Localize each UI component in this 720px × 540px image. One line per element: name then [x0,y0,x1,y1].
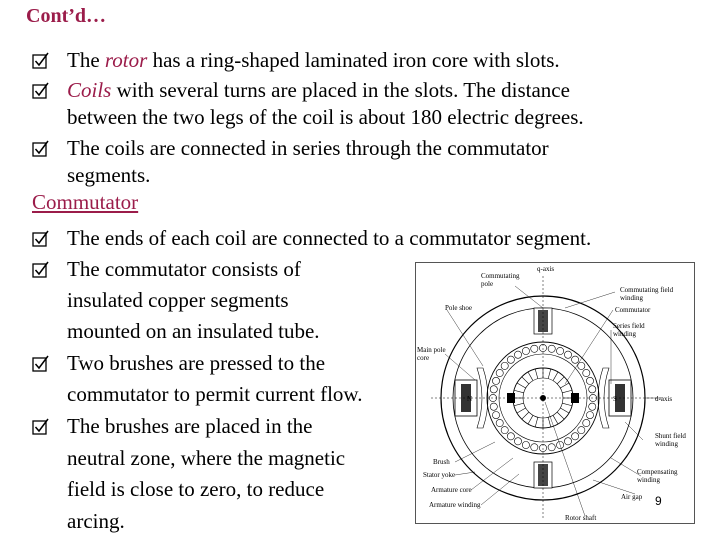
label-commutating-pole-1: Commutating [481,272,520,280]
commutator-segment [521,376,530,385]
armature-slot [500,426,509,435]
label-armature-winding: Armature winding [429,501,481,509]
label-rotor-shaft: Rotor shaft [565,514,596,522]
armature-slot [571,355,580,364]
label-series-field-winding-2: winding [613,330,636,338]
commutator-segment [562,389,573,394]
armature-slot [530,344,539,353]
armature-slot [521,347,530,355]
commutator-segment [552,371,559,381]
label-shunt-field-winding-2: winding [655,440,678,448]
armature-slot [506,432,515,441]
section-heading-commutator: Commutator [32,190,139,214]
commutator-segment [552,415,559,425]
label-stator-yoke: Stator yoke [423,471,455,479]
label-q-axis: q-axis [537,265,554,273]
commutator-segment [562,402,573,407]
label-main-pole-core-2: core [417,354,429,362]
checkbox-icon [32,418,49,435]
armature-slot [495,419,504,427]
checkbox-icon [32,52,49,69]
armature-slot [564,350,572,359]
commutator-segment [560,407,570,414]
label-brush: Brush [433,458,450,466]
commutator-segment [534,368,539,379]
armature-slot [521,441,530,449]
armature-slot [514,350,522,359]
label-series-field-winding-1: Series field [613,322,645,330]
armature-slot [571,432,580,441]
main-pole-left [454,367,489,429]
checkbox-icon [32,140,49,157]
armature-slot [577,426,586,435]
armature-slot [547,344,556,353]
page-number: 9 [655,494,662,508]
armature-slot [492,376,500,385]
slide-title: Cont’d… [26,5,107,27]
checkbox-icon [32,261,49,278]
checkbox-icon [32,230,49,247]
commutator-segment [516,407,526,414]
commutator-segment [527,415,534,425]
armature-slot [577,361,586,370]
armature-slot [530,443,539,452]
pole-label-n: N [467,395,472,403]
armature-slot [586,411,594,419]
label-shunt-field-winding-1: Shunt field [655,432,686,440]
commutator-segment [516,382,526,389]
label-air-gap: Air gap [621,493,643,501]
checkbox-icon [32,82,49,99]
commutator-segment [513,389,524,394]
label-commutating-pole-2: pole [481,280,493,288]
armature-slot [500,361,509,370]
armature-slot [506,355,515,364]
armature-slot [588,385,597,394]
armature-slot [556,347,564,355]
checkbox-icon [32,355,49,372]
commutator-segment [513,402,524,407]
armature-slot [547,443,556,452]
label-armature-core: Armature core [431,486,472,494]
commutator-segment [556,376,565,385]
label-commutating-field-winding-2: winding [620,294,643,302]
label-main-pole-core-1: Main pole [417,346,446,354]
commutator-segment [556,411,565,420]
armature-slot [586,376,594,385]
label-pole-shoe: Pole shoe [445,304,472,312]
armature-slot [514,437,522,446]
armature-slot [588,402,597,411]
commutator-segment [547,368,552,379]
dc-machine-cross-section-diagram: N S q-axis Commutating pole Commutating … [415,262,695,524]
label-commutator: Commutator [615,306,651,314]
armature-slot [489,402,498,411]
armature-slot [489,385,498,394]
pole-label-s: S [613,395,617,403]
commutator-segment [521,411,530,420]
label-commutating-field-winding-1: Commutating field [620,286,674,294]
label-d-axis: d-axis [655,395,672,403]
leader-lines [444,285,663,517]
armature-slot [564,437,572,446]
commutator-segment [527,371,534,381]
armature-slot [495,369,504,377]
armature-slot [492,411,500,419]
commutator-segments [513,368,573,428]
armature-slot [582,419,591,427]
label-compensating-winding-1: Compensating [637,468,678,476]
commutator-segment [547,417,552,428]
commutator-segment [560,382,570,389]
armature-slot [582,369,591,377]
label-compensating-winding-2: winding [637,476,660,484]
commutator-segment [534,417,539,428]
